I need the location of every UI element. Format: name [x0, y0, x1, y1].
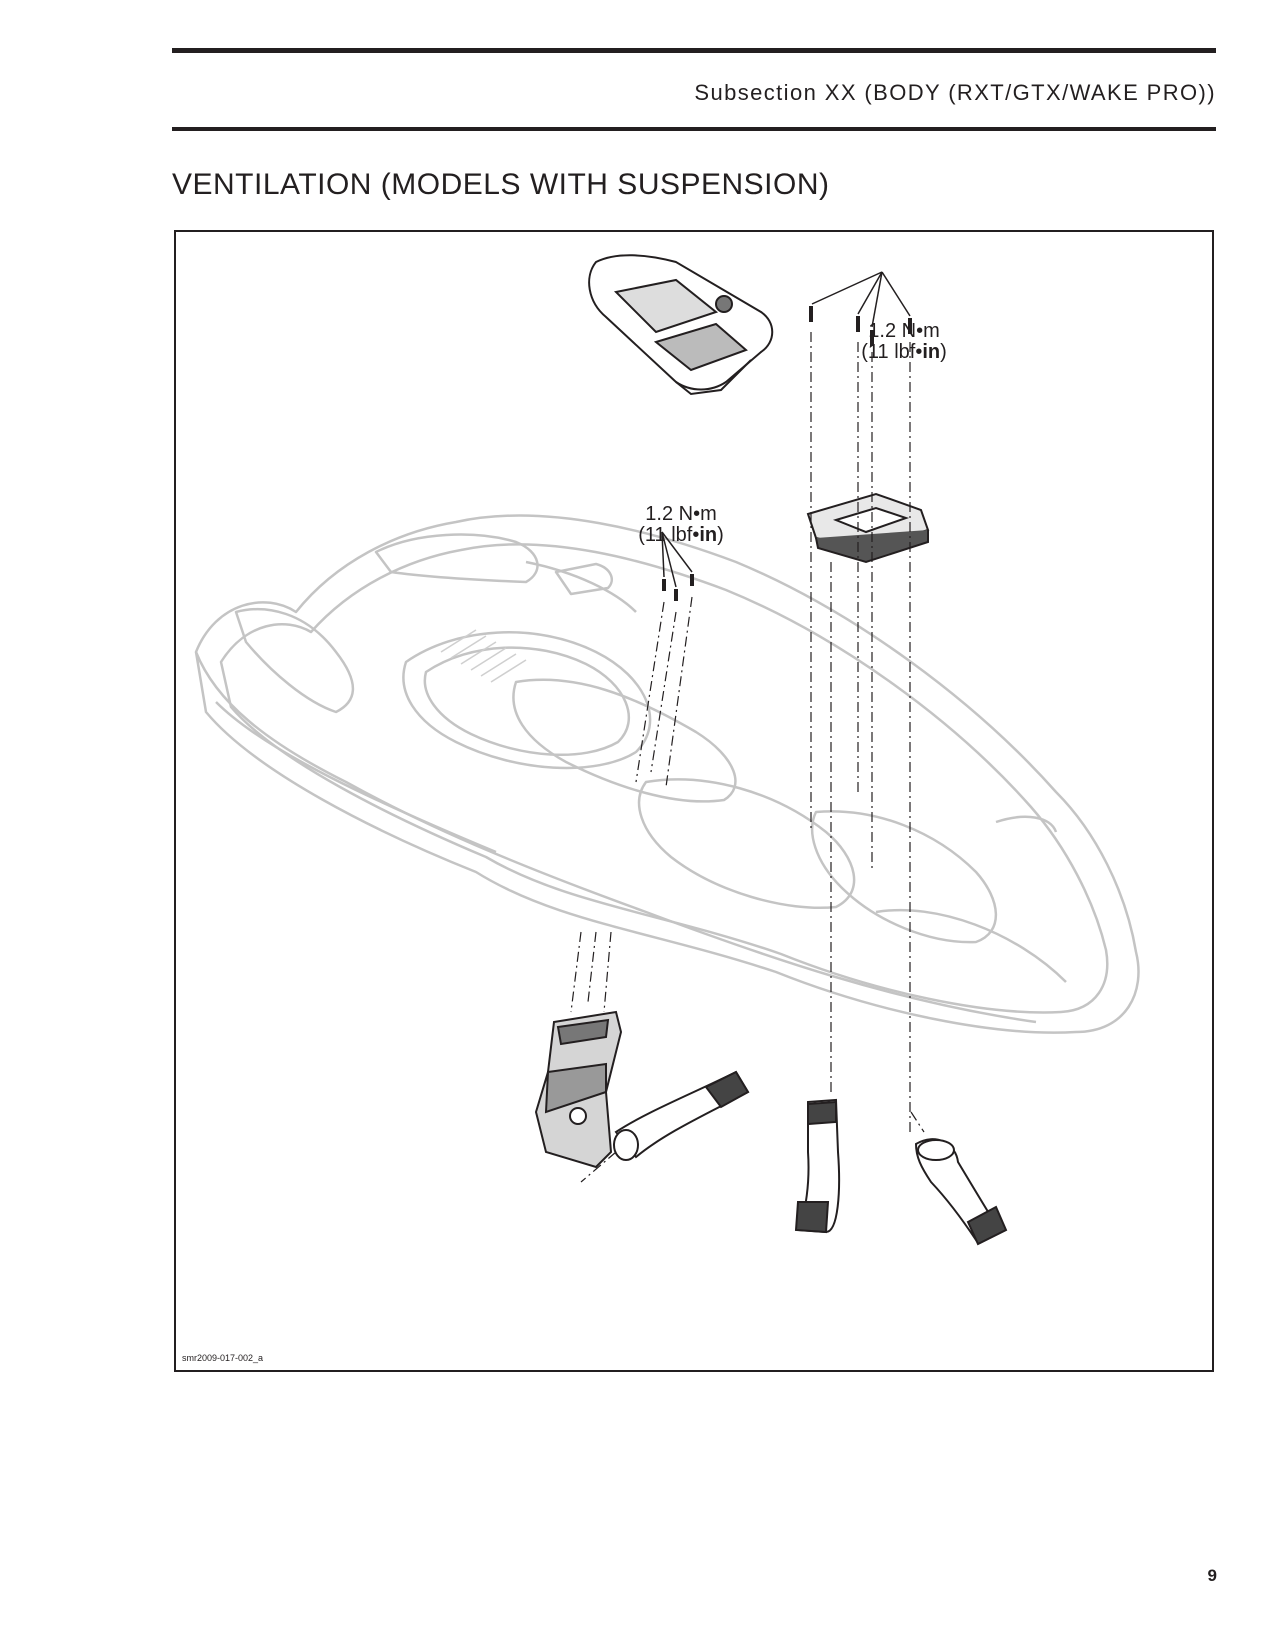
torque-imperial-unit: in [922, 341, 941, 363]
torque-imperial-suffix: ) [717, 524, 724, 546]
header-rule-bottom [172, 127, 1216, 131]
vent-hose-center [794, 1098, 841, 1234]
torque-imperial-suffix: ) [940, 341, 947, 363]
exploded-view-figure: 1.2 N•m (11 lbf•in) 1.2 N•m (11 lbf•in) … [174, 230, 1214, 1372]
torque-arrows-left [661, 531, 693, 588]
watercraft-ventilation-diagram [194, 254, 1140, 1246]
header-rule-top [172, 48, 1216, 53]
torque-imperial: (11 lbf•in) [844, 342, 964, 363]
figure-code: smr2009-017-002_a [182, 1353, 264, 1363]
hull-outline [194, 514, 1140, 1034]
screws [662, 306, 912, 601]
torque-imperial-unit: in [699, 524, 718, 546]
torque-spec-callout: 1.2 N•m (11 lbf•in) [621, 504, 741, 546]
page-title: VENTILATION (MODELS WITH SUSPENSION) [172, 168, 830, 201]
seat-grille [440, 629, 527, 683]
air-duct-left [534, 1010, 623, 1169]
torque-spec-callout: 1.2 N•m (11 lbf•in) [844, 321, 964, 363]
torque-imperial: (11 lbf•in) [621, 525, 741, 546]
seat-part [588, 254, 774, 396]
subsection-heading: Subsection XX (BODY (RXT/GTX/WAKE PRO)) [694, 80, 1216, 105]
torque-arrows-right [811, 271, 911, 328]
page-number: 9 [1207, 1566, 1217, 1585]
torque-imperial-prefix: (11 lbf• [638, 524, 700, 546]
torque-metric: 1.2 N•m [645, 503, 717, 525]
torque-imperial-prefix: (11 lbf• [861, 341, 923, 363]
vent-hose-left [613, 1070, 750, 1161]
vent-hose-right [914, 1138, 1008, 1246]
assembly-lines [570, 332, 925, 1183]
torque-metric: 1.2 N•m [868, 320, 940, 342]
